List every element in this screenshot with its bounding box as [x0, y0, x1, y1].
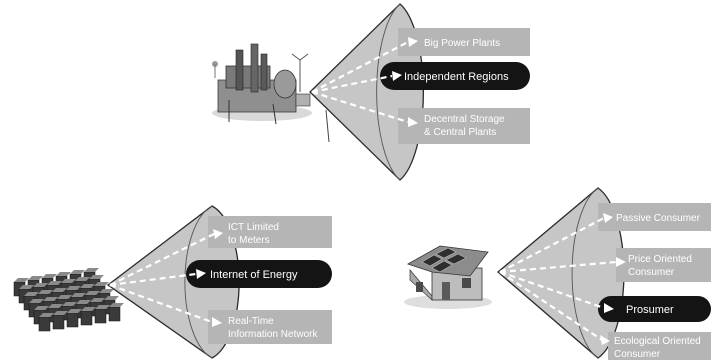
option-label: Real-Time — [228, 316, 274, 327]
option-decentral-storage: Decentral Storage & Central Plants — [311, 90, 530, 144]
solar-house-icon — [404, 245, 492, 309]
group-information: ICT Limited to Meters Internet of Energy… — [13, 205, 332, 359]
option-label: Internet of Energy — [210, 269, 298, 281]
option-ict-limited: ICT Limited to Meters — [109, 216, 332, 286]
option-label: Big Power Plants — [424, 38, 500, 49]
option-label: to Meters — [228, 235, 270, 246]
option-label: Price Oriented — [628, 254, 692, 265]
option-label: & Central Plants — [424, 127, 496, 138]
option-label: ICT Limited — [228, 222, 279, 233]
option-label: Independent Regions — [404, 71, 509, 83]
server-grid-icon — [13, 268, 124, 332]
group-consumer: Passive Consumer Price Oriented Consumer… — [404, 187, 711, 360]
option-independent-regions: Independent Regions — [311, 62, 530, 94]
option-label: Consumer — [614, 349, 661, 360]
option-price-oriented-consumer: Price Oriented Consumer — [499, 248, 711, 282]
option-real-time-network: Real-Time Information Network — [109, 283, 332, 344]
option-label: Passive Consumer — [616, 213, 701, 224]
option-label: Prosumer — [626, 304, 674, 316]
option-passive-consumer: Passive Consumer — [499, 203, 711, 273]
option-ecological-consumer: Ecological Oriented Consumer — [499, 271, 711, 360]
option-internet-of-energy: Internet of Energy — [109, 260, 332, 288]
option-label: Decentral Storage — [424, 114, 505, 125]
option-big-power-plants: Big Power Plants — [311, 28, 530, 93]
option-label: Information Network — [228, 329, 318, 340]
option-prosumer: Prosumer — [499, 270, 711, 322]
power-plant-icon — [212, 43, 330, 143]
option-label: Consumer — [628, 267, 675, 278]
option-label: Ecological Oriented — [614, 336, 701, 347]
group-generation: Big Power Plants Independent Regions Dec… — [212, 3, 530, 181]
